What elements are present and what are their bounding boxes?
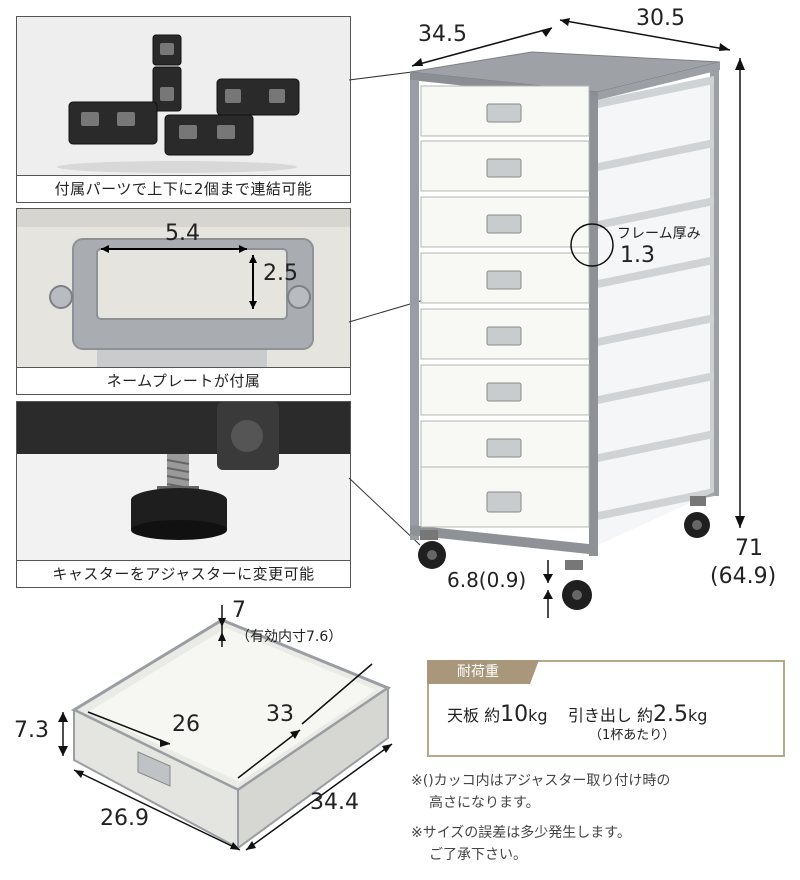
nameplate-panel: 5.4 2.5 ネームプレートが付属 [16, 208, 351, 395]
top-width-label: 30.5 [636, 6, 685, 31]
drawer-outer-depth-label: 34.4 [310, 790, 359, 815]
height-label: 71 [735, 536, 763, 561]
drawer-inner-depth-label: 33 [266, 702, 294, 727]
drawer-8 [420, 466, 590, 528]
height-adjuster-label: (64.9) [710, 564, 777, 589]
drawer-7 [420, 420, 590, 472]
drawer-effective-height-label: （有効内寸7.6） [236, 629, 343, 645]
note-line: ※()カッコ内はアジャスター取り付け時の [411, 773, 671, 789]
caster-height-label: 6.8(0.9) [447, 568, 527, 592]
drawer-3 [420, 196, 590, 248]
drawer-1 [420, 85, 590, 137]
caster-adjuster-panel: キャスターをアジャスターに変更可能 [16, 401, 351, 588]
top-depth-label: 34.5 [418, 22, 467, 47]
drawer-inner-width-label: 26 [172, 712, 200, 737]
nameplate-width-label: 5.4 [165, 221, 200, 246]
nameplate-height-label: 2.5 [263, 261, 298, 286]
nameplate-photo [17, 209, 350, 369]
drawer-2 [420, 140, 590, 192]
load-capacity-heading: 耐荷重 [427, 660, 539, 684]
drawer-top-gap-label: 7 [232, 598, 246, 623]
load-capacity-values: 天板 約10kg 引き出し 約2.5kg [447, 702, 708, 727]
load-capacity-box: 耐荷重 天板 約10kg 引き出し 約2.5kg （1杯あたり） [427, 660, 785, 757]
notes: ※()カッコ内はアジャスター取り付け時の 高さになります。 ※サイズの誤差は多少… [411, 770, 670, 866]
note-line: ご了承下さい。 [429, 847, 527, 863]
nameplate-caption: ネームプレートが付属 [17, 367, 350, 394]
connector-parts-caption: 付属パーツで上下に2個まで連結可能 [17, 175, 350, 202]
drawer-4 [420, 252, 590, 304]
caster-adjuster-caption: キャスターをアジャスターに変更可能 [17, 560, 350, 587]
drawer-outer-height-label: 7.3 [14, 718, 49, 743]
adjuster-photo [17, 402, 350, 562]
frame-thickness-caption: フレーム厚み [617, 226, 701, 242]
drawer-5 [420, 308, 590, 360]
note-line: 高さになります。 [429, 795, 540, 811]
connector-parts-panel: 付属パーツで上下に2個まで連結可能 [16, 16, 351, 203]
load-capacity-drawer-note: （1杯あたり） [589, 728, 676, 743]
frame-thickness-value: 1.3 [620, 243, 655, 268]
note-line: ※サイズの誤差は多少発生します。 [411, 825, 631, 841]
connector-parts-photo [17, 17, 350, 177]
drawer-outer-width-label: 26.9 [100, 806, 149, 831]
caster-wheels [418, 496, 710, 610]
drawer-6 [420, 364, 590, 416]
